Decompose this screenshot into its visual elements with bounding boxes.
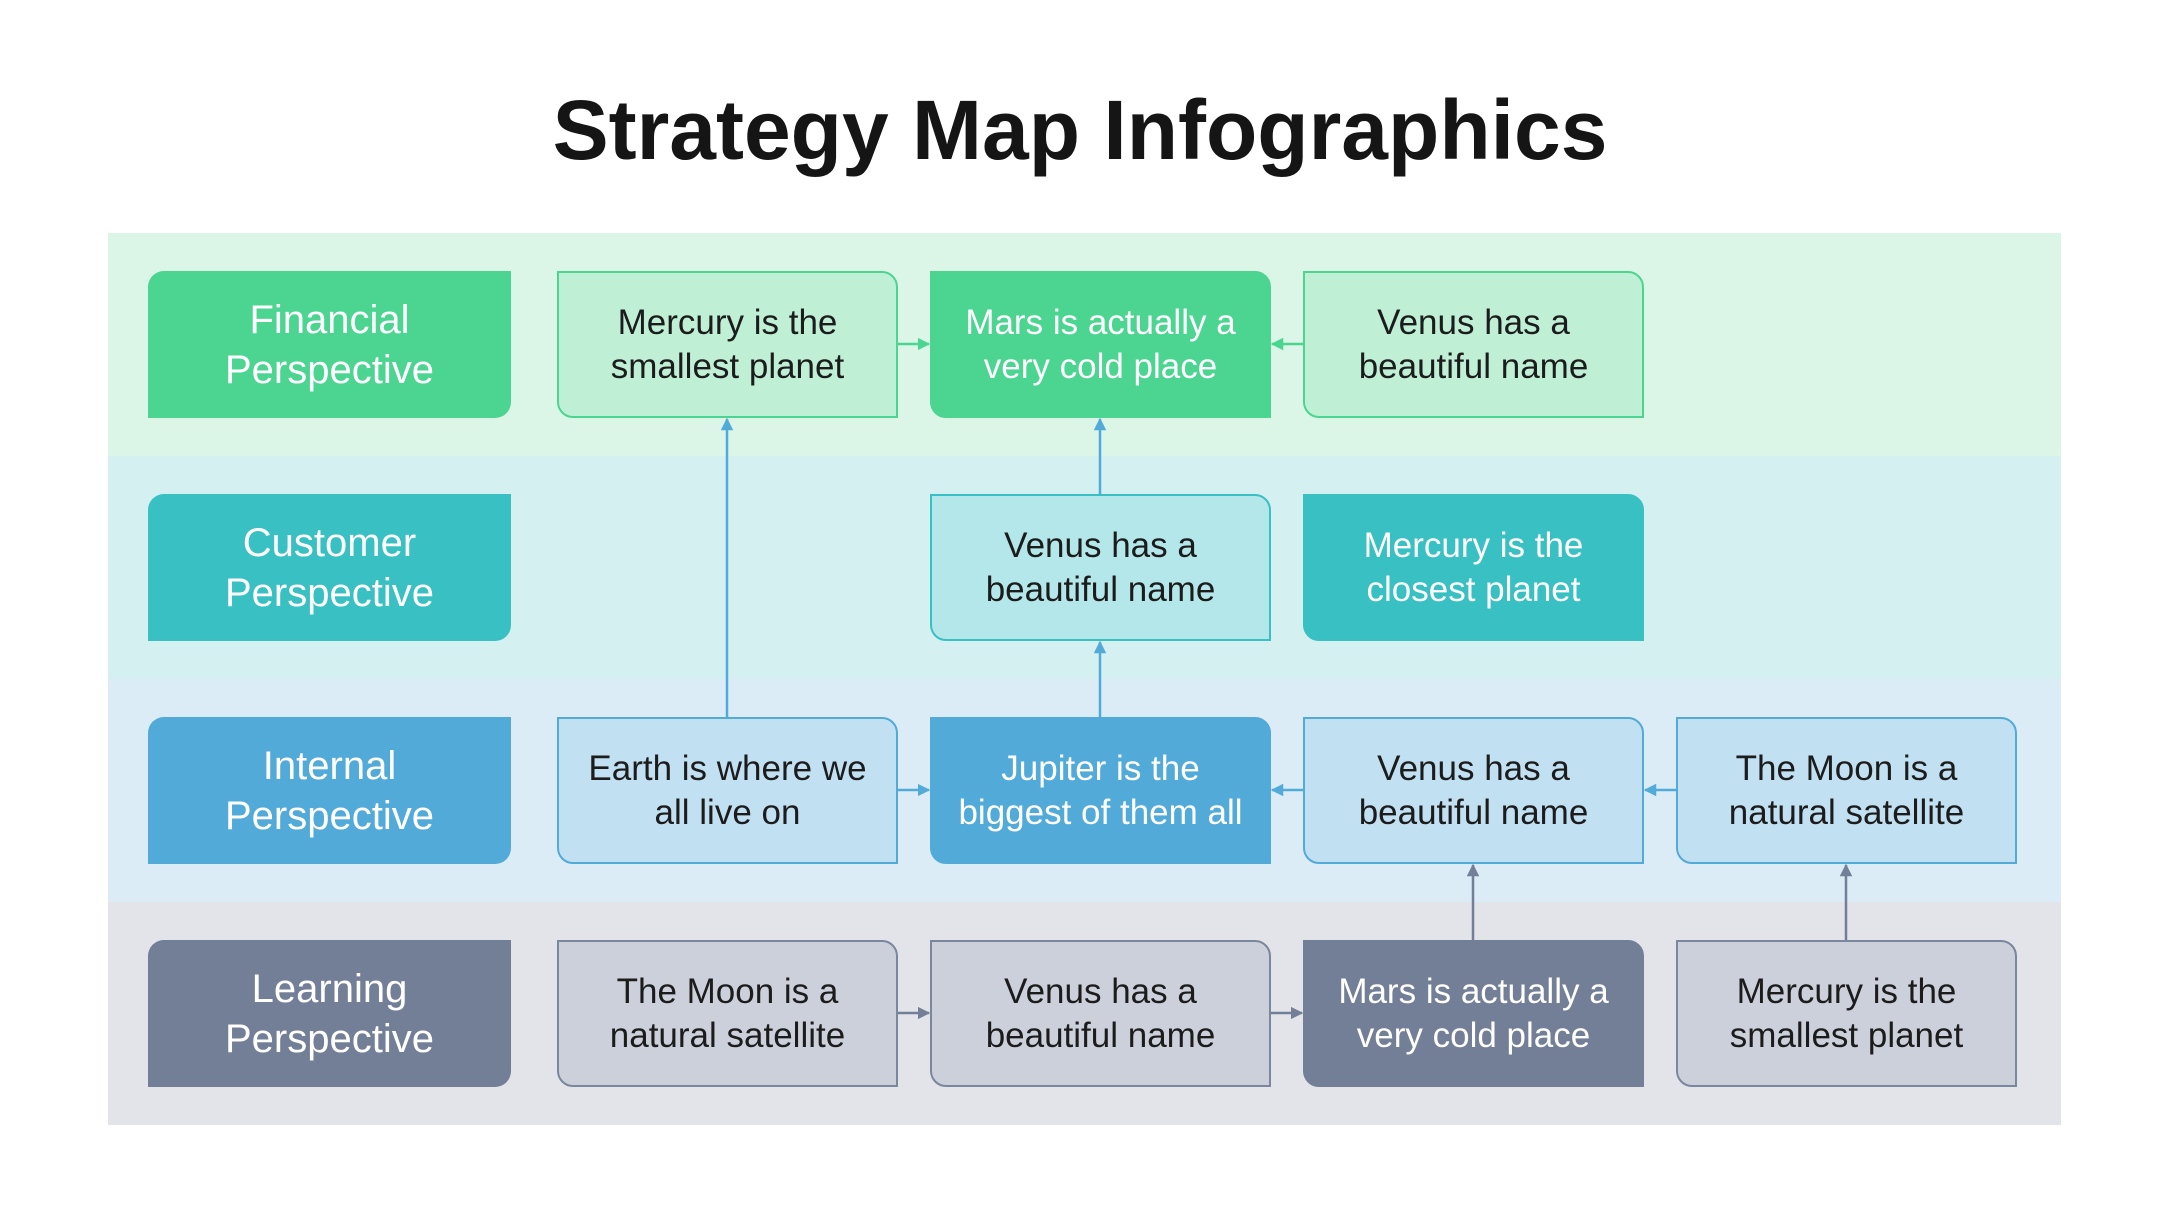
learning-box-2: Venus has a beautiful name (930, 940, 1271, 1087)
internal-box-3: Venus has a beautiful name (1303, 717, 1644, 864)
customer-box-1: Venus has a beautiful name (930, 494, 1271, 641)
customer-box-2: Mercury is the closest planet (1303, 494, 1644, 641)
learning-box-3: Mars is actually a very cold place (1303, 940, 1644, 1087)
customer-perspective-label: Customer Perspective (148, 494, 511, 641)
financial-box-1: Mercury is the smallest planet (557, 271, 898, 418)
learning-box-4: Mercury is the smallest planet (1676, 940, 2017, 1087)
financial-perspective-label: Financial Perspective (148, 271, 511, 418)
financial-box-2: Mars is actually a very cold place (930, 271, 1271, 418)
financial-box-3: Venus has a beautiful name (1303, 271, 1644, 418)
page-title: Strategy Map Infographics (552, 83, 1608, 177)
learning-box-1: The Moon is a natural satellite (557, 940, 898, 1087)
internal-box-4: The Moon is a natural satellite (1676, 717, 2017, 864)
internal-box-1: Earth is where we all live on (557, 717, 898, 864)
internal-perspective-label: Internal Perspective (148, 717, 511, 864)
internal-box-2: Jupiter is the biggest of them all (930, 717, 1271, 864)
learning-perspective-label: Learning Perspective (148, 940, 511, 1087)
